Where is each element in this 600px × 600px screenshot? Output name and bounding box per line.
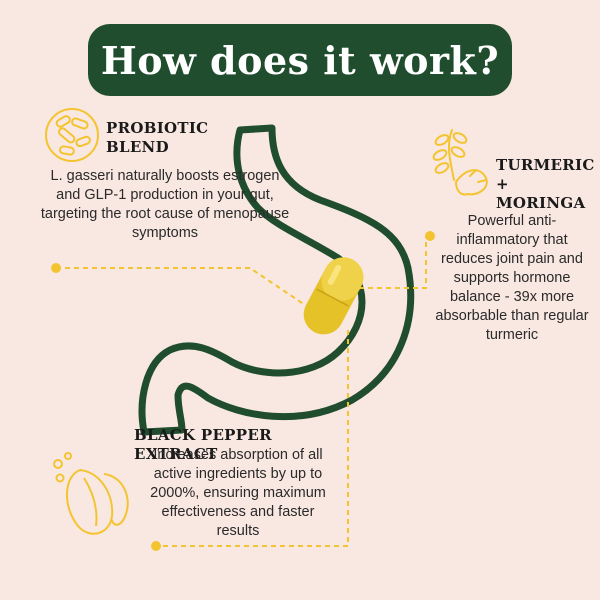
connector-dot-pepper bbox=[151, 541, 161, 551]
bacteria-icon bbox=[45, 108, 99, 162]
turmeric-body: Powerful anti-inflammatory that reduces … bbox=[435, 213, 589, 343]
connector-dot-turmeric bbox=[425, 231, 435, 241]
connector-dot-probiotic bbox=[51, 263, 61, 273]
pepper-body: Increases absorption of all active ingre… bbox=[150, 447, 326, 539]
title-pill: How does it work? bbox=[88, 24, 512, 96]
turmeric-heading: TURMERIC + MORINGA bbox=[496, 156, 595, 212]
pepper-heading: BLACK PEPPER EXTRACT bbox=[134, 426, 272, 463]
capsule bbox=[303, 257, 364, 335]
page-title: How does it work? bbox=[100, 37, 500, 83]
connector-turmeric bbox=[350, 236, 427, 289]
black-pepper-icon bbox=[53, 452, 129, 535]
probiotic-body: L. gasseri naturally boosts estrogen and… bbox=[40, 168, 290, 241]
connector-probiotic bbox=[56, 267, 306, 306]
connector-pepper bbox=[158, 330, 349, 547]
turmeric-moringa-icon bbox=[432, 129, 488, 196]
probiotic-heading: PROBIOTIC BLEND bbox=[106, 119, 209, 156]
